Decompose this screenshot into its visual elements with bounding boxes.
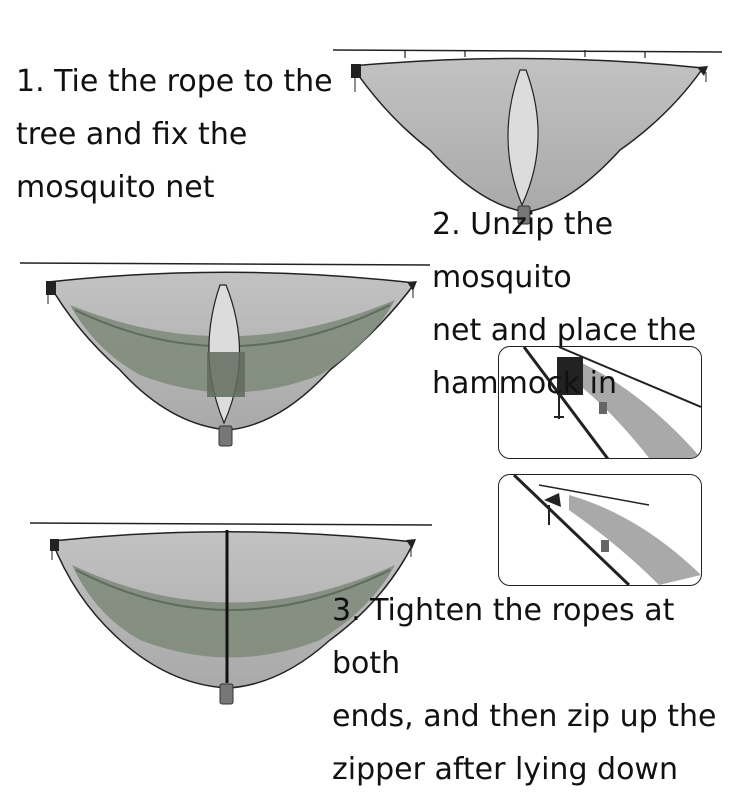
step-2-instruction: 2. Unzip the mosquito net and place the … <box>432 207 697 401</box>
step-3-instruction: 3. Tighten the ropes at both ends, and t… <box>332 593 717 787</box>
rope-end-detail-illustration <box>512 475 701 585</box>
detail-box-rope-end <box>498 474 702 586</box>
net-illustration-step2 <box>19 262 431 447</box>
net-illustration-step3 <box>29 522 433 705</box>
net-illustration-step1 <box>332 49 723 225</box>
clip-detail-illustration <box>522 347 701 458</box>
instruction-illustrations <box>19 49 723 705</box>
detail-box-clip <box>498 346 702 459</box>
step-1-instruction: 1. Tie the rope to the tree and fix the … <box>16 64 333 205</box>
